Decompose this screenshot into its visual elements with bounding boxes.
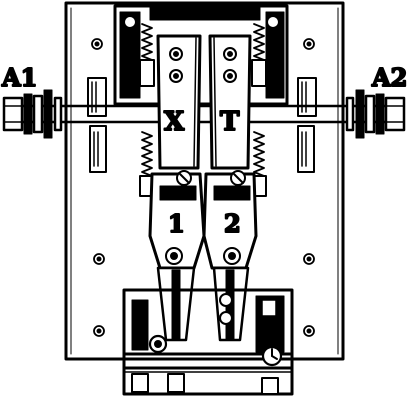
contact-label-2: 2 [224, 209, 241, 238]
contact-screws [165, 170, 246, 265]
shaft [10, 104, 398, 124]
arm-left [156, 34, 202, 170]
terminal-right-hardware [345, 89, 406, 139]
base-plate [64, 1, 345, 361]
contact-label-1: 1 [168, 209, 185, 238]
lower-linkage [156, 266, 250, 342]
inner-frame [113, 4, 289, 106]
arm-right [208, 34, 252, 170]
bottom-base [122, 288, 294, 396]
terminal-left-hardware [2, 89, 63, 139]
contact-block-right [202, 172, 258, 270]
terminal-label-a1: A1 [1, 63, 37, 92]
arm-label-x: X [164, 107, 185, 137]
terminal-label-a2: A2 [371, 63, 407, 92]
arm-label-t: T [220, 107, 240, 137]
arm-screws [169, 47, 237, 83]
mounting-holes [91, 38, 315, 337]
